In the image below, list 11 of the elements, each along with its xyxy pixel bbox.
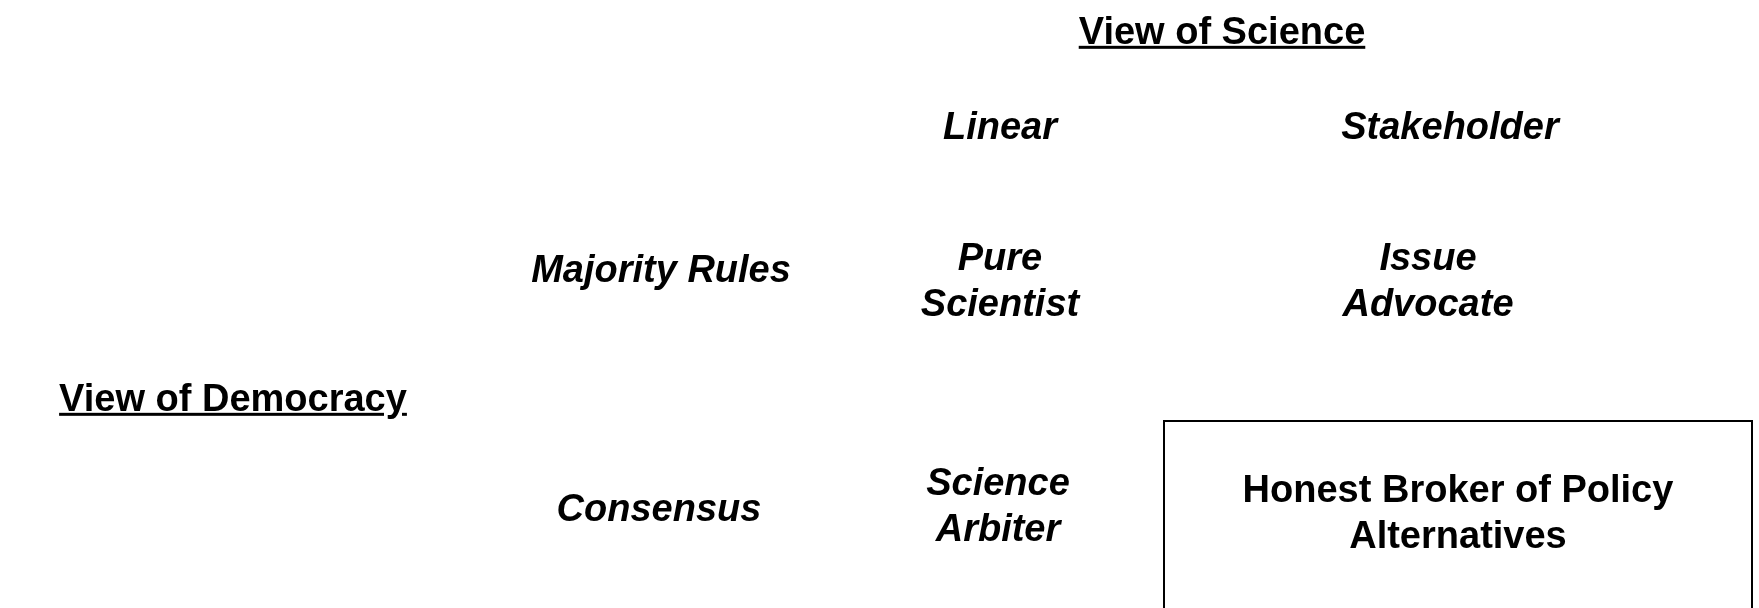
column-heading: Linear <box>943 103 1057 149</box>
cell-label: Issue Advocate <box>1341 234 1515 326</box>
highlight-box <box>1163 420 1753 608</box>
box-label: Honest Broker of Policy Alternatives <box>1241 466 1675 558</box>
row-heading: Majority Rules <box>531 246 791 292</box>
row-heading: Consensus <box>556 485 762 531</box>
axis-heading: View of Democracy <box>59 375 407 421</box>
axis-heading: View of Science <box>1078 8 1366 54</box>
column-heading: Stakeholder <box>1341 103 1559 149</box>
cell-label: Pure Scientist <box>919 234 1082 326</box>
cell-label: Science Arbiter <box>925 459 1071 551</box>
